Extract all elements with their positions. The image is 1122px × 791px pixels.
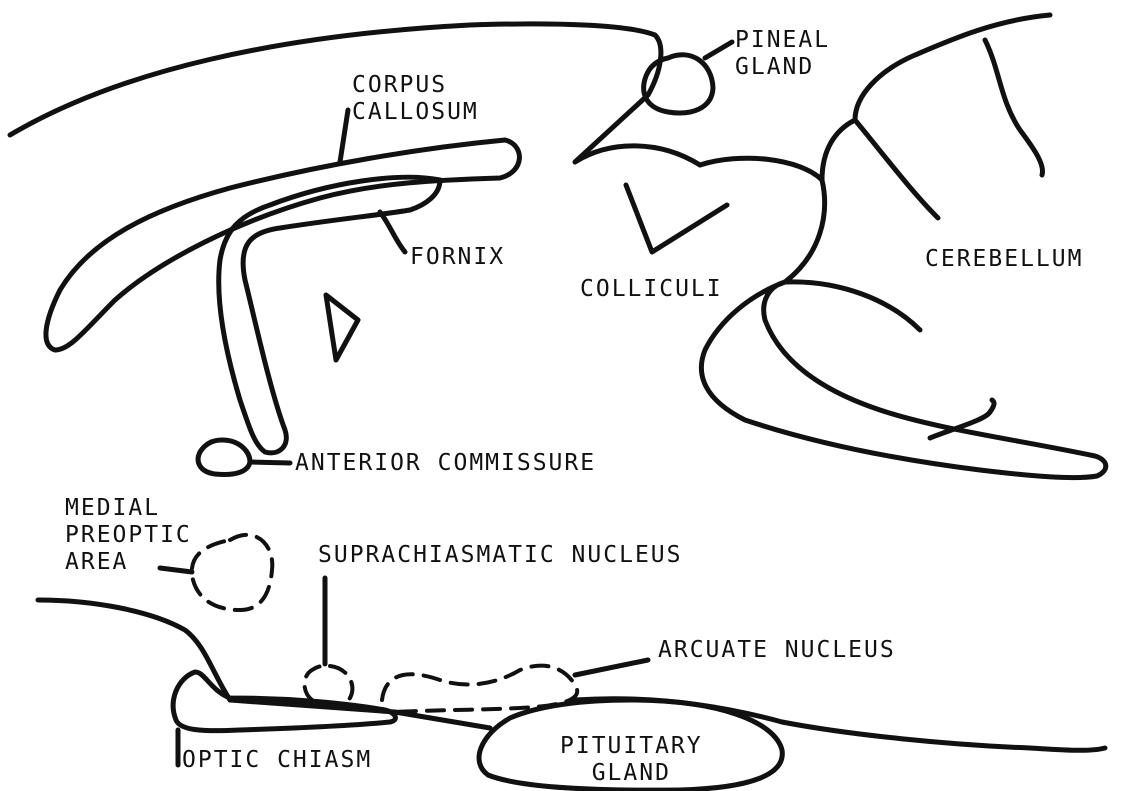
label-fornix: FORNIX bbox=[410, 244, 505, 271]
label-suprachiasmatic-nucleus: SUPRACHIASMATIC NUCLEUS bbox=[318, 542, 683, 569]
label-pineal-gland: PINEAL GLAND bbox=[735, 27, 830, 81]
label-corpus-line-2: CALLOSUM bbox=[352, 99, 479, 126]
label-corpus-callosum: CORPUS CALLOSUM bbox=[352, 72, 479, 126]
label-mpoa-line-1: MEDIAL bbox=[65, 495, 192, 522]
fornix-pointer bbox=[380, 212, 405, 252]
cerebellum-fold-1 bbox=[855, 120, 938, 218]
corpus-callosum-pointer bbox=[340, 110, 348, 162]
label-pituitary-line-1: PITUITARY bbox=[560, 733, 703, 760]
label-mpoa-line-2: PREOPTIC bbox=[65, 522, 192, 549]
label-pineal-line-2: GLAND bbox=[735, 54, 830, 81]
medial-preoptic-area-shape bbox=[192, 535, 272, 610]
cerebellum-fold-2 bbox=[985, 40, 1043, 175]
label-anterior-commissure: ANTERIOR COMMISSURE bbox=[295, 450, 596, 477]
pons-fold bbox=[785, 282, 920, 330]
label-pineal-line-1: PINEAL bbox=[735, 27, 830, 54]
cerebellum-fold-3 bbox=[785, 180, 825, 282]
label-medial-preoptic-area: MEDIAL PREOPTIC AREA bbox=[65, 495, 192, 576]
anterior-commissure-shape bbox=[198, 440, 250, 475]
label-corpus-line-1: CORPUS bbox=[352, 72, 479, 99]
anterior-commissure-pointer bbox=[250, 462, 290, 463]
label-arcuate-nucleus: ARCUATE NUCLEUS bbox=[658, 637, 896, 664]
hypothalamus-outline bbox=[38, 600, 230, 700]
arcuate-pointer bbox=[575, 660, 648, 675]
label-pituitary-gland: PITUITARY GLAND bbox=[560, 733, 703, 787]
colliculi-outline bbox=[700, 158, 822, 180]
pineal-pointer bbox=[705, 42, 732, 58]
ventricle-marker bbox=[326, 295, 358, 360]
suprachiasmatic-nucleus-shape bbox=[305, 666, 353, 706]
cerebellum-outline bbox=[822, 15, 1050, 180]
optic-chiasm-shape bbox=[173, 672, 395, 731]
label-optic-chiasm: OPTIC CHIASM bbox=[182, 747, 372, 774]
colliculi-marker bbox=[626, 185, 727, 252]
label-cerebellum: CEREBELLUM bbox=[925, 246, 1083, 273]
label-mpoa-line-3: AREA bbox=[65, 549, 192, 576]
label-pituitary-line-2: GLAND bbox=[560, 760, 703, 787]
label-colliculi: COLLICULI bbox=[580, 276, 723, 303]
brainstem-outline bbox=[701, 282, 1105, 478]
